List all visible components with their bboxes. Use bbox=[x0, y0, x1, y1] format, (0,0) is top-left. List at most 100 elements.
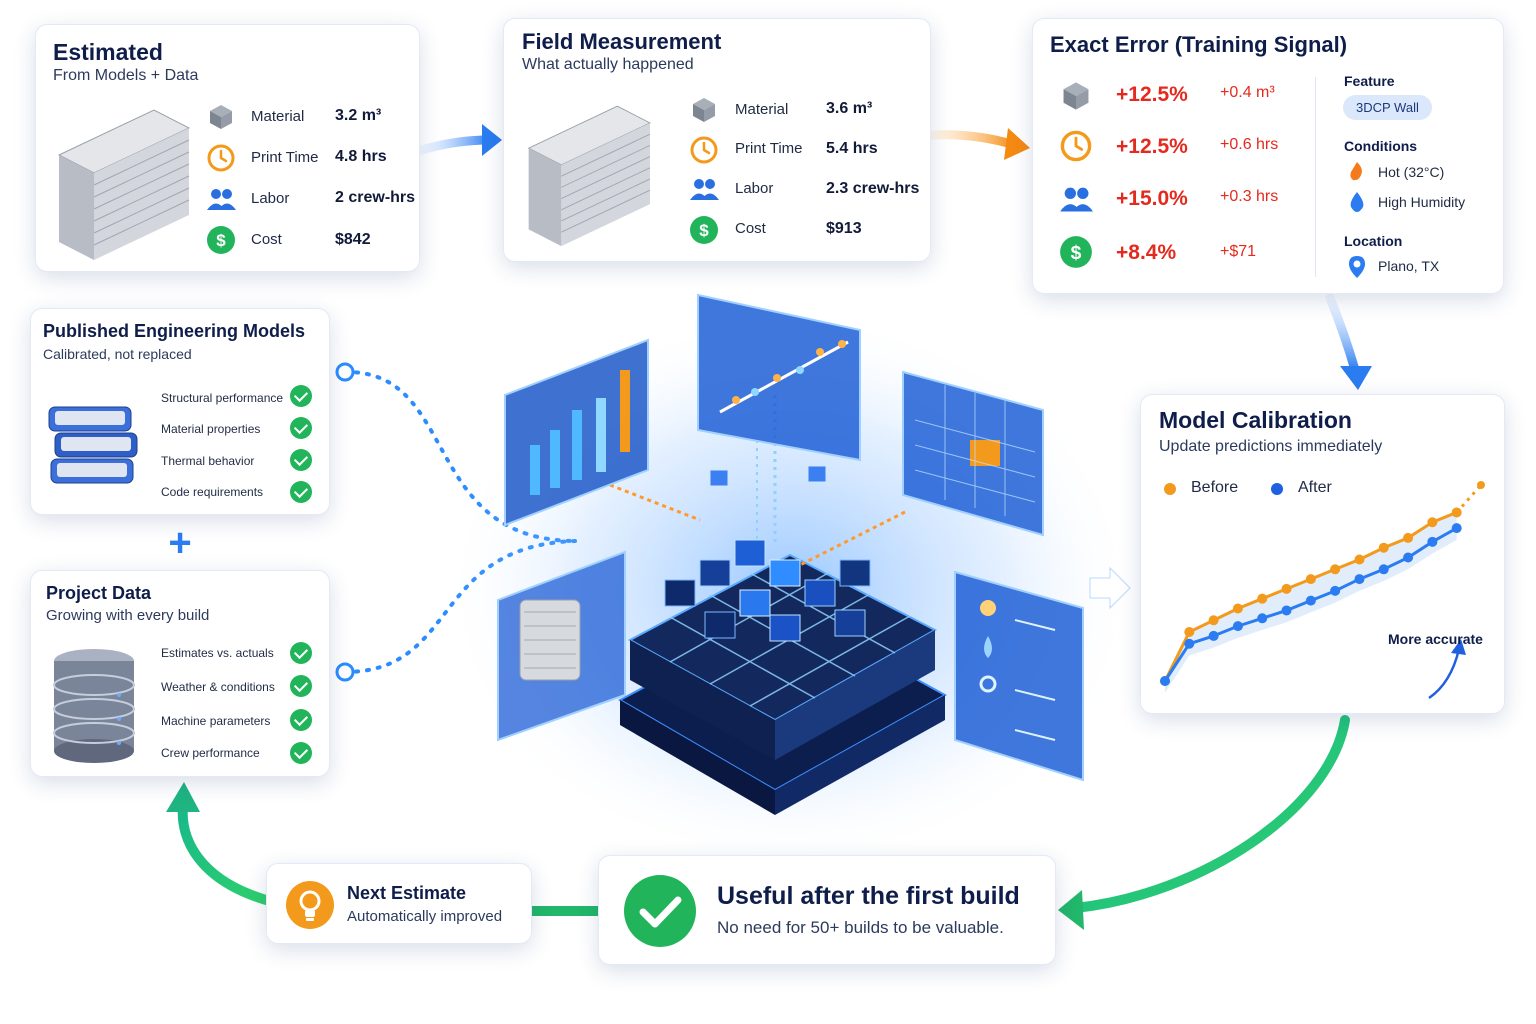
svg-text:$: $ bbox=[216, 231, 226, 250]
useful-subtitle: No need for 50+ builds to be valuable. bbox=[717, 918, 1004, 937]
point-before-2 bbox=[1184, 627, 1195, 637]
calibration-line-chart bbox=[1160, 481, 1485, 700]
material-cubes-icon bbox=[210, 105, 232, 129]
point-after-5 bbox=[1257, 613, 1268, 624]
books-stack-icon bbox=[48, 406, 138, 484]
error-material-pct: +12.5% bbox=[1116, 83, 1188, 106]
floating-bar-panel bbox=[504, 338, 649, 527]
arrow-estimated-to-field bbox=[417, 135, 495, 155]
legend-after-label: After bbox=[1298, 479, 1332, 496]
useful-card: Useful after the first build No need for… bbox=[598, 855, 1056, 965]
material-cubes-icon bbox=[693, 98, 715, 122]
legend-before-label: Before bbox=[1191, 479, 1239, 496]
arrow-head-field-to-error bbox=[1004, 128, 1030, 160]
published-title: Published Engineering Models bbox=[43, 321, 306, 341]
estimated-material-label: Material bbox=[251, 108, 305, 125]
error-cost-pct: +8.4% bbox=[1116, 241, 1177, 264]
feature-heading: Feature bbox=[1344, 73, 1395, 89]
point-before-7 bbox=[1305, 574, 1316, 585]
arrow-field-to-error bbox=[927, 130, 1020, 150]
check-icon bbox=[290, 642, 312, 664]
database-icon bbox=[53, 649, 135, 763]
point-after-3 bbox=[1208, 630, 1219, 641]
point-before-6 bbox=[1281, 583, 1292, 594]
condition-hot: Hot (32°C) bbox=[1378, 164, 1445, 180]
svg-text:$: $ bbox=[699, 221, 709, 240]
crew-people-icon bbox=[1060, 187, 1093, 212]
location-value: Plano, TX bbox=[1378, 258, 1440, 274]
check-icon bbox=[290, 417, 312, 439]
published-subtitle: Calibrated, not replaced bbox=[43, 346, 192, 362]
estimated-cost-value: $842 bbox=[335, 231, 371, 248]
estimated-card: Estimated From Models + Data Material 3.… bbox=[35, 24, 420, 272]
error-title: Exact Error (Training Signal) bbox=[1050, 32, 1348, 57]
success-check-icon bbox=[624, 875, 696, 947]
loop-head-into-project bbox=[166, 782, 200, 812]
published-item-thermal: Thermal behavior bbox=[161, 454, 255, 468]
more-accurate-arrow bbox=[1428, 648, 1461, 700]
useful-title: Useful after the first build bbox=[717, 882, 1020, 910]
floating-table-panel bbox=[902, 370, 1044, 537]
field-print-time-value: 5.4 hrs bbox=[826, 140, 878, 157]
conditions-heading: Conditions bbox=[1344, 138, 1418, 154]
point-before-4 bbox=[1232, 603, 1243, 614]
floating-wall-panel bbox=[497, 550, 626, 742]
clock-icon bbox=[690, 136, 718, 164]
material-cubes-icon bbox=[1063, 82, 1089, 110]
calibration-subtitle: Update predictions immediately bbox=[1159, 438, 1383, 455]
lightbulb-icon bbox=[286, 881, 334, 929]
point-after-9 bbox=[1354, 574, 1365, 585]
published-item-code: Code requirements bbox=[161, 485, 264, 499]
field-card: Field Measurement What actually happened… bbox=[503, 18, 931, 262]
point-before-8 bbox=[1330, 564, 1341, 575]
projection-before bbox=[1455, 484, 1483, 514]
legend-before-marker bbox=[1164, 483, 1176, 495]
field-cost-label: Cost bbox=[735, 220, 766, 237]
point-after-2 bbox=[1184, 638, 1195, 649]
published-models-card: Published Engineering Models Calibrated,… bbox=[30, 308, 330, 515]
error-print-time-abs: +0.6 hrs bbox=[1220, 136, 1279, 153]
floating-conditions-panel bbox=[954, 570, 1084, 782]
estimated-title: Estimated bbox=[53, 39, 163, 65]
connector-node-project bbox=[335, 662, 355, 682]
model-calibration-card: Model Calibration Update predictions imm… bbox=[1140, 394, 1505, 714]
published-item-structural: Structural performance bbox=[161, 391, 284, 405]
check-icon bbox=[290, 709, 312, 731]
project-item-machine: Machine parameters bbox=[161, 714, 271, 728]
point-after-11 bbox=[1403, 552, 1414, 563]
point-after-1 bbox=[1160, 676, 1170, 686]
arrow-head-estimated-to-field bbox=[482, 124, 502, 156]
check-icon bbox=[290, 385, 312, 407]
svg-text:$: $ bbox=[1071, 243, 1082, 264]
calibration-title: Model Calibration bbox=[1159, 407, 1352, 433]
floating-scatter-panel bbox=[697, 293, 861, 462]
project-item-estimates: Estimates vs. actuals bbox=[161, 646, 274, 660]
point-before-9 bbox=[1354, 554, 1365, 565]
location-pin-icon bbox=[1349, 256, 1365, 278]
estimated-subtitle: From Models + Data bbox=[53, 67, 199, 84]
clock-icon bbox=[1060, 130, 1092, 162]
connector-node-published bbox=[335, 362, 355, 382]
field-labor-value: 2.3 crew-hrs bbox=[826, 180, 920, 197]
field-material-label: Material bbox=[735, 101, 789, 118]
loop-calibration-to-useful bbox=[1070, 715, 1350, 913]
point-before-11 bbox=[1403, 532, 1414, 543]
core-illustration bbox=[609, 395, 948, 815]
point-after-10 bbox=[1378, 564, 1389, 575]
field-labor-label: Labor bbox=[735, 180, 774, 197]
check-icon bbox=[290, 449, 312, 471]
point-before-10 bbox=[1378, 542, 1389, 553]
next-estimate-card: Next Estimate Automatically improved bbox=[266, 863, 532, 944]
point-before-5 bbox=[1257, 593, 1268, 604]
estimated-cost-label: Cost bbox=[251, 231, 282, 248]
dollar-icon: $ bbox=[207, 226, 235, 254]
field-material-value: 3.6 m³ bbox=[826, 100, 873, 117]
printed-wall-illustration bbox=[57, 109, 191, 260]
check-icon bbox=[290, 675, 312, 697]
legend-after-marker bbox=[1271, 483, 1283, 495]
project-item-weather: Weather & conditions bbox=[161, 680, 275, 694]
point-after-12 bbox=[1427, 536, 1438, 547]
error-cost-abs: +$71 bbox=[1220, 243, 1257, 260]
